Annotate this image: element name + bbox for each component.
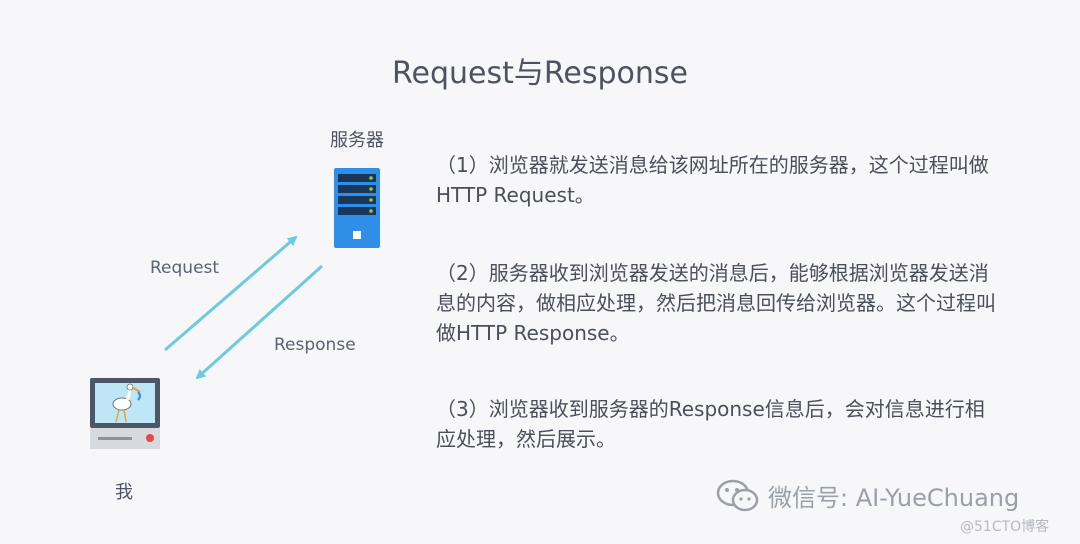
- watermark-text: 微信号: AI-YueChuang: [768, 484, 1020, 512]
- computer-icon: [90, 378, 160, 449]
- server-label: 服务器: [330, 130, 384, 151]
- stork-icon: [112, 383, 141, 423]
- paragraph-2: （2）服务器收到浏览器发送的消息后，能够根据浏览器发送消息的内容，做相应处理，然…: [436, 261, 996, 345]
- server-icon: [334, 168, 380, 248]
- wechat-watermark: 微信号: AI-YueChuang: [716, 478, 1019, 513]
- paragraph-1: （1）浏览器就发送消息给该网址所在的服务器，这个过程叫做HTTP Request…: [436, 153, 989, 207]
- request-arrow: [164, 235, 298, 352]
- response-arrow: [195, 264, 324, 380]
- paragraph-3: （3）浏览器收到服务器的Response信息后，会对信息进行相应处理，然后展示。: [436, 397, 985, 451]
- diagram-title: Request与Response: [392, 56, 688, 91]
- client-label: 我: [115, 482, 133, 503]
- wechat-icon: [716, 479, 759, 511]
- footer-watermark: @51CTO博客: [960, 519, 1050, 535]
- request-label: Request: [150, 258, 220, 278]
- response-label: Response: [274, 335, 356, 355]
